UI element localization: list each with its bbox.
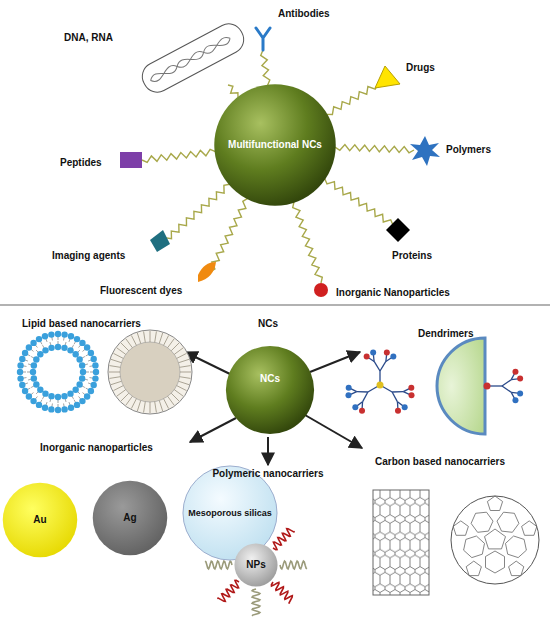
part-label: Peptides: [60, 157, 102, 168]
dendrimer: [345, 350, 414, 414]
lipid-nanoparticle: [108, 330, 192, 414]
linker: [142, 50, 414, 283]
nanoparticle-dot: [314, 283, 328, 297]
part-label: Dendrimers: [418, 328, 474, 339]
sphere-node: NPs: [234, 543, 278, 587]
sphere-node: Ag: [92, 480, 168, 556]
node-text: NPs: [246, 559, 265, 571]
part-label: DNA, RNA: [64, 32, 113, 43]
part-label: Polymers: [446, 144, 491, 155]
drug-triangle: [375, 66, 400, 88]
protein-diamond: [386, 218, 410, 242]
fullerene: [451, 496, 539, 584]
part-label: Drugs: [406, 62, 435, 73]
polymer-star: [410, 136, 440, 166]
part-label: NCs: [258, 318, 278, 329]
part-label: Proteins: [392, 250, 432, 261]
dye-drop: [198, 262, 216, 282]
dendrimer-half-sphere: [437, 338, 523, 434]
part-label: Carbon based nanocarriers: [375, 456, 505, 467]
part-label: Polymeric nanocarriers: [212, 468, 323, 479]
part-label: Inorganic Nanoparticles: [336, 287, 450, 298]
node-text: Au: [33, 514, 46, 526]
antibody-icon: [256, 28, 270, 50]
node-text: Multifunctional NCs: [228, 139, 322, 151]
sphere-node: Au: [2, 482, 78, 558]
carbon-nanotube: [373, 490, 429, 595]
part-label: Antibodies: [278, 8, 330, 19]
peptide-box: [120, 152, 142, 168]
sphere-shape: [225, 345, 315, 435]
dna-capsule: [137, 19, 248, 97]
part-label: Inorganic nanoparticles: [40, 442, 153, 453]
part-label: Lipid based nanocarriers: [22, 318, 141, 329]
part-label: Imaging agents: [52, 250, 125, 261]
divider: [0, 304, 550, 306]
sphere-node: NCs: [225, 345, 315, 435]
sphere-node: Multifunctional NCs: [213, 83, 337, 207]
part-label: Fluorescent dyes: [100, 285, 182, 296]
node-text: NCs: [225, 373, 315, 385]
node-text: Ag: [123, 512, 136, 524]
node-text: Mesoporous silicas: [188, 508, 272, 518]
imaging-agent: [150, 230, 170, 252]
liposome: [17, 331, 99, 413]
